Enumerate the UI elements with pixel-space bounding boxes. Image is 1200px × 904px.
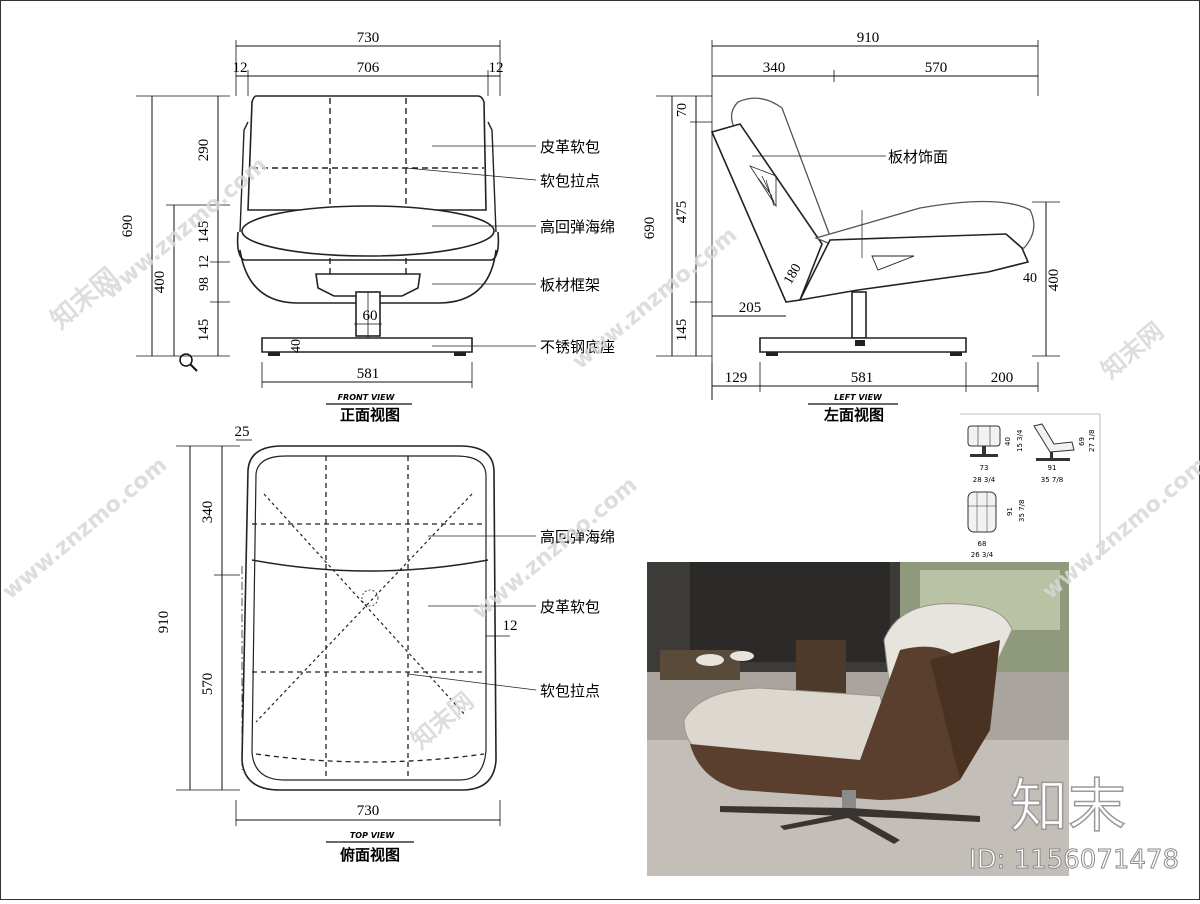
dim-top-seat-depth: 570 [200, 673, 216, 696]
dim-front-cushion-height: 145 [196, 221, 212, 244]
top-view-subtitle: TOP VIEW [350, 831, 396, 840]
dim-top-edge: 25 [235, 424, 250, 440]
front-seat-cushion [241, 205, 495, 257]
left-column [851, 291, 867, 339]
left-seat-board [798, 233, 1030, 302]
dim-front-total-height: 690 [120, 215, 136, 238]
top-view: 25 910 340 570 12 730 高回弹海绵 皮革软包 软包拉点 [156, 424, 615, 864]
card-front-h1: 40 [1004, 437, 1012, 446]
front-view-subtitle: FRONT VIEW [338, 393, 396, 402]
dim-front-left-edge: 12 [233, 60, 248, 76]
brand-id: ID: 1156071478 [969, 845, 1179, 875]
dim-front-base-thickness: 40 [289, 339, 304, 353]
dim-left-back-height: 475 [674, 201, 690, 224]
mini-side-chair [1033, 423, 1075, 461]
dim-left-base-depth: 581 [851, 370, 874, 386]
card-front-w2: 28 3/4 [973, 476, 996, 484]
dim-left-front-height: 400 [1046, 269, 1062, 292]
dim-left-rear-overhang: 129 [725, 370, 748, 386]
dim-front-column-width: 60 [363, 308, 378, 324]
dim-left-base-gap: 145 [674, 319, 690, 342]
front-backrest [247, 95, 487, 211]
card-top-h1: 91 [1006, 507, 1014, 516]
card-top-h2: 35 7/8 [1018, 500, 1026, 522]
front-base [261, 337, 473, 353]
dim-left-total-height: 690 [642, 217, 658, 240]
watermark-2: www.znzmo.com [568, 223, 742, 375]
dim-front-inner-width: 706 [357, 60, 380, 76]
label-leather-upholstery: 皮革软包 [540, 138, 600, 156]
label-board-frame: 板材框架 [540, 276, 600, 294]
dim-left-seat-depth: 570 [925, 60, 948, 76]
front-view-title: 正面视图 [340, 406, 400, 424]
top-view-title: 俯面视图 [340, 846, 400, 864]
reference-card: 40 15 3/4 73 28 3/4 69 27 1/8 91 35 7/8 … [960, 413, 1101, 560]
dim-front-total-width: 730 [357, 30, 380, 46]
dim-front-lower-height: 400 [152, 271, 168, 294]
dim-front-seat-edge: 12 [197, 255, 212, 269]
front-view: 730 12 706 12 690 400 290 145 12 98 145 [120, 30, 615, 424]
dim-left-top-offset: 70 [675, 103, 690, 117]
dim-left-seat-offset: 205 [739, 300, 762, 316]
dim-top-total-width: 730 [357, 803, 380, 819]
top-back-seat-seam [251, 559, 489, 572]
left-back-board [710, 123, 823, 303]
dim-left-edge-thickness: 40 [1023, 271, 1037, 286]
left-view-title: 左面视图 [823, 406, 884, 424]
dim-top-back-depth: 340 [200, 501, 216, 524]
label-top-tufting: 软包拉点 [540, 682, 600, 700]
brand-logo: 知末 [1010, 772, 1126, 840]
dim-top-side-edge: 12 [503, 618, 518, 634]
dim-front-frame-height: 98 [197, 277, 212, 291]
card-front-w1: 73 [980, 464, 989, 472]
dim-left-front-overhang: 200 [991, 370, 1014, 386]
watermark-3: www.znzmo.com [0, 453, 172, 605]
label-tufting-points: 软包拉点 [540, 172, 600, 190]
watermark-cn-2: 知末网 [1096, 317, 1169, 385]
card-side-w2: 35 7/8 [1041, 476, 1063, 484]
mini-front-chair [967, 425, 1001, 457]
left-view-subtitle: LEFT VIEW [834, 393, 883, 402]
card-side-w1: 91 [1048, 464, 1057, 472]
dim-front-right-edge: 12 [489, 60, 504, 76]
mini-top-chair [967, 491, 997, 533]
dim-front-base-gap: 145 [196, 319, 212, 342]
dim-top-total-depth: 910 [156, 611, 172, 634]
card-side-h2: 27 1/8 [1088, 430, 1096, 452]
label-steel-base: 不锈钢底座 [540, 338, 615, 356]
label-high-resilience-foam: 高回弹海绵 [540, 218, 615, 236]
label-top-foam: 高回弹海绵 [540, 528, 615, 546]
magnifier-icon [179, 353, 198, 372]
dim-front-base-width: 581 [357, 366, 380, 382]
card-front-h2: 15 3/4 [1016, 429, 1024, 452]
dim-front-back-height: 290 [196, 139, 212, 162]
label-board-veneer: 板材饰面 [888, 148, 948, 166]
card-top-w1: 68 [978, 540, 987, 548]
dim-left-back-depth: 340 [763, 60, 786, 76]
label-top-leather: 皮革软包 [540, 598, 600, 616]
left-view: 910 340 570 690 70 475 145 180 [642, 30, 1062, 424]
dim-left-total-depth: 910 [857, 30, 880, 46]
card-top-w2: 26 3/4 [971, 551, 994, 559]
card-side-h1: 69 [1078, 437, 1086, 446]
product-photo [647, 562, 1069, 876]
